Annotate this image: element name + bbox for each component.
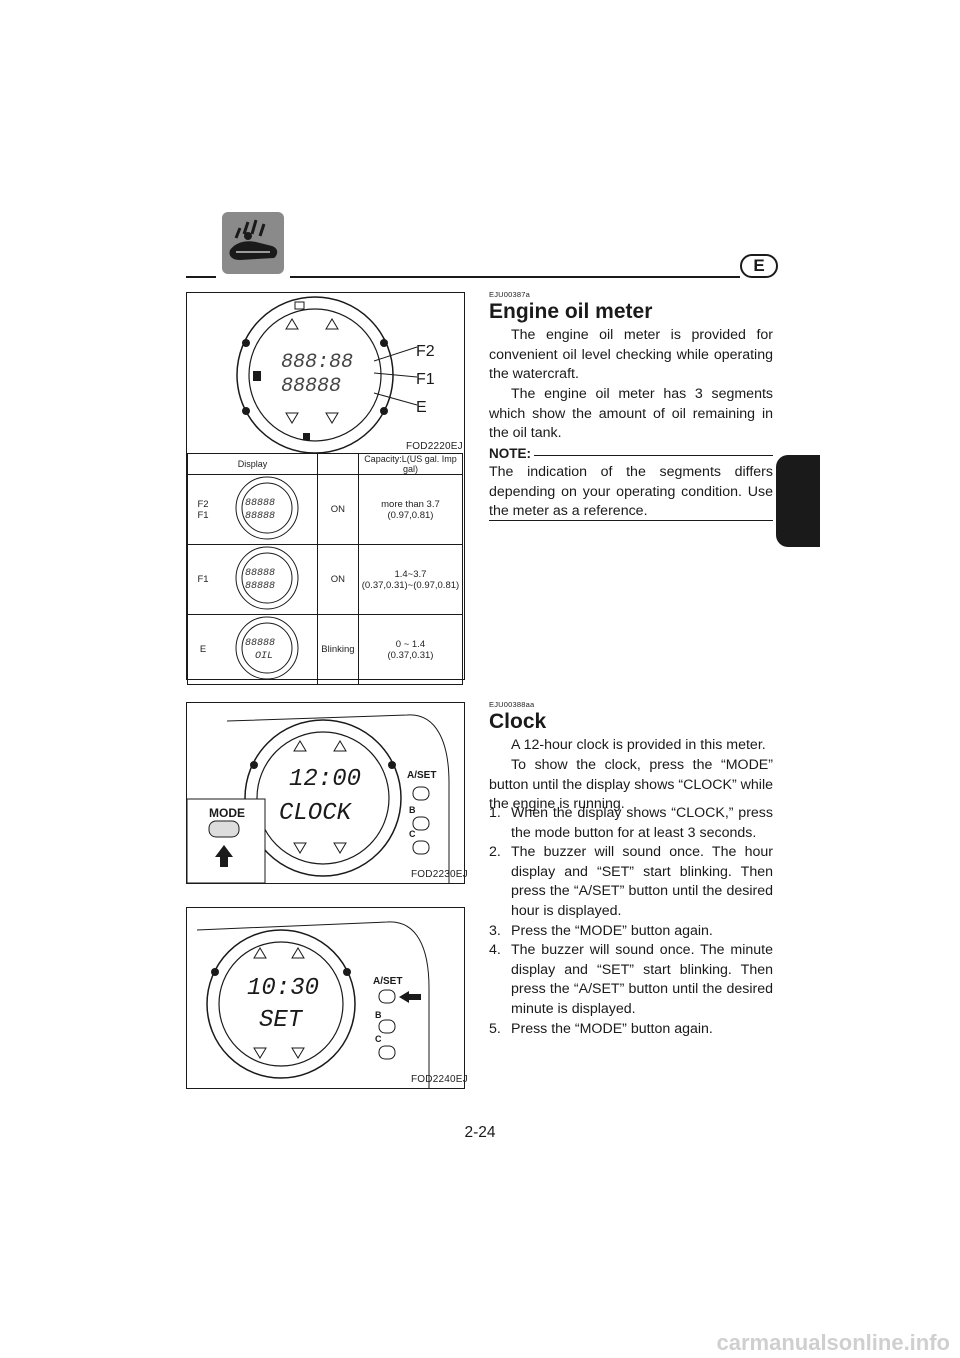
row-label: F1	[187, 544, 218, 615]
row-state: ON	[316, 474, 359, 545]
list-item: 1.When the display shows “CLOCK,” press …	[489, 805, 773, 841]
clock-steps: 1.When the display shows “CLOCK,” press …	[489, 804, 773, 1039]
c-label: C	[375, 1034, 382, 1044]
list-item: 4.The buzzer will sound once. The minute…	[489, 942, 773, 1017]
row-capacity: 0 ~ 1.4(0.37,0.31)	[357, 614, 464, 685]
aset-label: A/SET	[373, 976, 402, 987]
svg-text:88888: 88888	[245, 568, 275, 579]
label-e: E	[416, 399, 427, 416]
clock-word-display: CLOCK	[279, 800, 353, 827]
header-rule-left	[186, 276, 216, 278]
figure-code: FOD2230EJ	[411, 869, 468, 880]
clock-figure: 12:00 CLOCK A/SET B C MODE FOD2230EJ	[186, 702, 468, 884]
svg-text:OIL: OIL	[255, 651, 273, 662]
mini-meter: 88888 88888	[218, 544, 318, 615]
clock-time-display: 12:00	[289, 766, 361, 793]
clock-paragraph-1: A 12-hour clock is provided in this mete…	[511, 737, 766, 753]
note-label: NOTE:	[489, 446, 531, 461]
section-title: Clock	[489, 710, 547, 733]
page-number: 2-24	[464, 1124, 496, 1141]
section-title: Engine oil meter	[489, 300, 653, 323]
b-button	[378, 1019, 396, 1034]
oil-level-table: Display Capacity:L(US gal. Imp gal) F2 F…	[187, 453, 464, 685]
svg-text:88888: 88888	[245, 638, 275, 649]
label-f2: F2	[416, 343, 435, 360]
figure-code: FOD2220EJ	[406, 441, 463, 452]
table-header-capacity: Capacity:L(US gal. Imp gal)	[357, 453, 464, 475]
left-arrow-icon	[399, 991, 421, 1003]
label-f1: F1	[416, 371, 435, 388]
b-label: B	[375, 1010, 382, 1020]
svg-text:88888: 88888	[245, 498, 275, 509]
row-capacity: 1.4~3.7(0.37,0.31)~(0.97,0.81)	[357, 544, 464, 615]
list-item: 2.The buzzer will sound once. The hour d…	[489, 844, 773, 919]
language-badge: E	[740, 254, 778, 278]
aset-button	[378, 989, 396, 1004]
aset-label: A/SET	[407, 770, 436, 781]
b-button	[412, 816, 430, 831]
note-rule-top	[534, 455, 773, 457]
note-rule-bottom	[489, 520, 773, 522]
c-label: C	[409, 829, 416, 839]
section-code: EJU00388aa	[489, 700, 535, 709]
row-state: ON	[316, 544, 359, 615]
oil-paragraph-1: The engine oil meter is provided for con…	[489, 327, 773, 383]
list-item: 3.Press the “MODE” button again.	[489, 922, 713, 939]
table-row: F2 F1 88888 88888 ON more than 3.7(0.97,…	[187, 474, 464, 545]
jet-ski-icon	[222, 212, 284, 274]
note-text: The indication of the segments differs d…	[489, 464, 773, 520]
svg-text:88888: 88888	[245, 511, 275, 522]
c-button	[412, 840, 430, 855]
mini-meter: 88888 OIL	[218, 614, 318, 685]
chapter-tab	[776, 455, 820, 547]
set-word-display: SET	[259, 1007, 304, 1034]
up-arrow-icon	[215, 845, 233, 867]
footer-watermark: carmanualsonline.info	[716, 1330, 951, 1355]
mode-label: MODE	[209, 806, 245, 820]
clock-paragraph-2: To show the clock, press the “MODE” butt…	[489, 757, 773, 813]
table-row: F1 88888 88888 ON 1.4~3.7(0.37,0.31)~(0.…	[187, 544, 464, 615]
header-rule	[290, 276, 740, 278]
list-item: 5.Press the “MODE” button again.	[489, 1020, 713, 1037]
meter-bottom-digits: 88888	[281, 375, 341, 398]
figure-code: FOD2240EJ	[411, 1074, 468, 1085]
table-header-display: Display	[187, 453, 318, 475]
table-row: E 88888 OIL Blinking 0 ~ 1.4(0.37,0.31)	[187, 614, 464, 685]
row-capacity: more than 3.7(0.97,0.81)	[357, 474, 464, 545]
row-label: E	[187, 614, 218, 685]
b-label: B	[409, 805, 416, 815]
section-code: EJU00387a	[489, 290, 530, 299]
mini-meter: 88888 88888	[218, 474, 318, 545]
row-state: Blinking	[316, 614, 359, 685]
meter-dial-illustration: 888:88 88888 F2 F1 E	[236, 296, 435, 454]
c-button	[378, 1045, 396, 1060]
table-header-state	[316, 453, 359, 475]
mode-button	[208, 820, 240, 838]
svg-text:88888: 88888	[245, 581, 275, 592]
set-figure: 10:30 SET A/SET B C FOD2240EJ	[186, 907, 468, 1089]
aset-button	[412, 786, 430, 801]
oil-paragraph-2: The engine oil meter has 3 segments whic…	[489, 386, 773, 442]
meter-top-digits: 888:88	[281, 351, 353, 374]
set-time-display: 10:30	[247, 975, 319, 1002]
row-label: F2 F1	[187, 474, 218, 545]
